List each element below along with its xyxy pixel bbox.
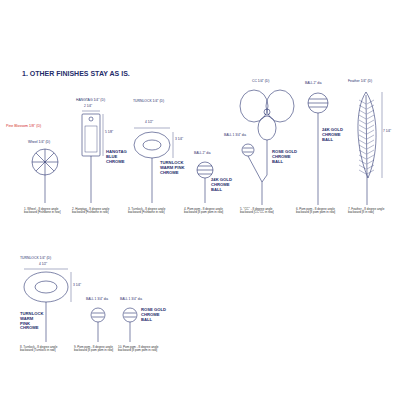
dimension: 4 1/2" — [39, 263, 59, 267]
hangtag-figure — [82, 111, 103, 203]
finish-label: HANGTAG BLUE CHROME — [106, 150, 130, 164]
ball-figure — [197, 162, 213, 203]
label: CC 1/4" (D) — [252, 80, 288, 84]
ball-figure — [91, 308, 105, 342]
caption: 9. Pom pom - 8 degree angle backward [8 … — [74, 346, 114, 353]
wheel-figure — [32, 149, 58, 203]
dimension: 3 1/4" — [175, 138, 191, 142]
finish-label: ROSE GOLD CHROME BALL — [141, 308, 169, 322]
label: HANGTAG 1/4" (D) — [76, 99, 121, 103]
finish-label: 24K GOLD CHROME BALL — [211, 178, 235, 192]
feather-figure — [358, 92, 382, 205]
label: Wheel 1/4" (D) — [28, 141, 68, 145]
dimension: 7 1/4" — [383, 130, 397, 134]
label: Pine Blossom 1/8" (D) — [6, 124, 66, 128]
caption: 2. Hangtag - 8 degree angle backward [Fi… — [72, 208, 116, 215]
label: Feather 1/4" (D) — [348, 80, 394, 84]
ball-figure — [308, 93, 328, 205]
caption: 1. Wheel - 8 degree angle backward [Fish… — [24, 208, 68, 215]
cc-figure — [240, 90, 294, 205]
caption: 5. "CC" - 8 degree angle backward [CC CC… — [240, 208, 284, 215]
dimension: 2 1/4" — [84, 105, 104, 109]
caption: 10. Pom pom - 8 degree angle backward [8… — [118, 346, 162, 353]
caption: 7. Feather - 8 degree angle backward [8 … — [348, 208, 394, 215]
finish-label: TURNLOCK WARM PINK CHROME — [160, 161, 190, 175]
label: TURNLOCK 1/4" (D) — [133, 100, 178, 104]
dimension: 5 1/8" — [105, 131, 121, 135]
label: BALL 2" dia — [194, 152, 224, 156]
finish-label: TURNLOCK WARM PINK CHROME — [20, 312, 44, 331]
finish-label: ROSE GOLD CHROME BALL — [272, 150, 300, 164]
label: TURNLOCK 1/4" (D) — [20, 257, 65, 261]
caption: 8. Turnlock - 8 degree angle backward [T… — [20, 346, 64, 353]
label: BALL 1 3/4" dia — [224, 134, 248, 138]
label: BALL 2" dia — [305, 82, 335, 86]
label: BALL 1 3/4" dia — [86, 298, 108, 302]
turnlock-figure — [24, 269, 71, 342]
finish-label: 24K GOLD CHROME BALL — [322, 128, 346, 142]
caption: 4. Pom pom - 8 degree angle backward [8 … — [184, 208, 228, 215]
title: 1. OTHER FINISHES STAY AS IS. — [22, 70, 130, 78]
dimension: 4 1/2" — [145, 121, 165, 125]
ball-figure — [123, 308, 137, 342]
caption: 6. Pom pom - 8 degree angle backward [8 … — [296, 208, 340, 215]
caption: 3. Turnlock - 8 degree angle backward [F… — [128, 208, 172, 215]
dimension: 3 1/4" — [73, 284, 89, 288]
label: BALL 1 3/4" dia — [120, 298, 142, 302]
